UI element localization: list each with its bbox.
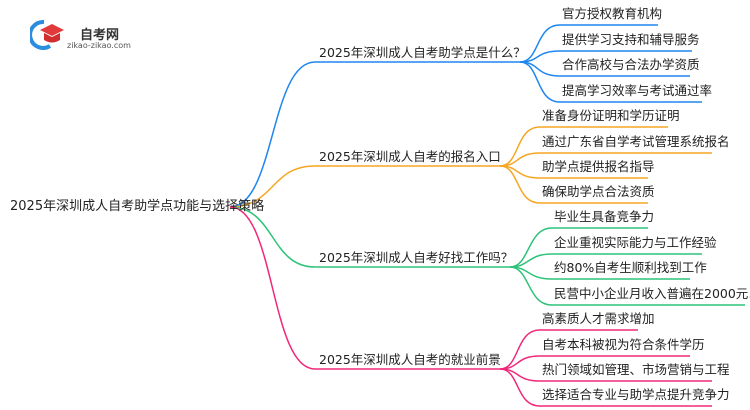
leaf-connector bbox=[519, 61, 702, 103]
root-node: 2025年深圳成人自考助学点功能与选择策略 bbox=[10, 199, 265, 214]
branch-node: 2025年深圳成人自考的报名入口 bbox=[319, 149, 501, 164]
leaf-node: 官方授权教育机构 bbox=[562, 6, 663, 21]
leaf-connector bbox=[519, 24, 658, 63]
branch-node: 2025年深圳成人自考好找工作吗？ bbox=[319, 250, 514, 265]
logo-subtitle: zikao-zikao.com bbox=[67, 41, 131, 50]
leaf-node: 通过广东省自学考试管理系统报名 bbox=[542, 134, 730, 149]
leaf-connector bbox=[519, 50, 692, 63]
leaf-connector bbox=[499, 368, 712, 407]
graduation-cap-icon bbox=[30, 19, 64, 50]
leaf-node: 提高学习效率与考试通过率 bbox=[562, 83, 713, 98]
leaf-connector bbox=[499, 329, 638, 370]
leaf-connector bbox=[509, 253, 702, 268]
leaf-node: 企业重视实际能力与工作经验 bbox=[554, 235, 717, 250]
branch-connector bbox=[229, 206, 510, 268]
leaf-connector bbox=[499, 126, 668, 167]
leaf-connector bbox=[509, 266, 745, 306]
leaf-node: 助学点提供报名指导 bbox=[542, 159, 655, 174]
leaf-node: 确保助学点合法资质 bbox=[542, 184, 655, 199]
leaf-connector bbox=[509, 227, 648, 268]
leaf-node: 热门领域如管理、市场营销与工程 bbox=[542, 362, 730, 377]
leaf-node: 民营中小企业月收入普遍在2000元以上 bbox=[554, 286, 750, 301]
leaf-node: 提供学习支持和辅导服务 bbox=[562, 32, 700, 47]
branch-node: 2025年深圳成人自考的就业前景 bbox=[319, 352, 501, 367]
leaf-node: 自考本科被视为符合条件学历 bbox=[542, 337, 705, 352]
leaf-node: 高素质人才需求增加 bbox=[542, 311, 655, 326]
leaf-connector bbox=[499, 152, 712, 167]
leaf-node: 约80%自考生顺利找到工作 bbox=[554, 260, 707, 275]
leaf-node: 准备身份证明和学历证明 bbox=[542, 108, 680, 123]
branch-connector bbox=[229, 206, 500, 370]
leaf-node: 毕业生具备竞争力 bbox=[554, 209, 655, 224]
leaf-connector bbox=[499, 355, 690, 370]
leaf-node: 选择适合专业与助学点提升竞争力 bbox=[542, 387, 730, 402]
branch-connector bbox=[229, 165, 500, 208]
leaf-connector bbox=[499, 165, 648, 204]
leaf-node: 合作高校与合法办学资质 bbox=[562, 57, 700, 72]
logo-title: 自考网 bbox=[80, 28, 120, 43]
branch-connector bbox=[229, 61, 520, 208]
branch-node: 2025年深圳成人自考助学点是什么？ bbox=[319, 45, 526, 60]
